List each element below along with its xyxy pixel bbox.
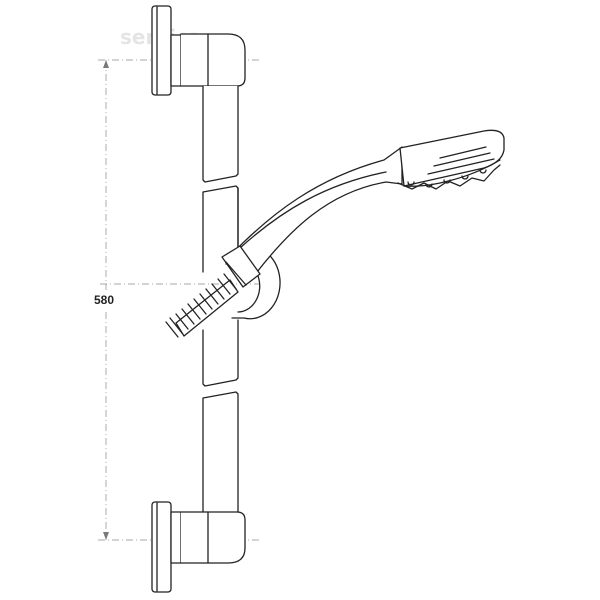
hose-connector bbox=[165, 273, 239, 338]
rail-bar bbox=[202, 85, 239, 513]
bottom-wall-bracket bbox=[151, 501, 246, 593]
dimension-label: 580 bbox=[94, 293, 114, 307]
hand-shower bbox=[221, 129, 505, 288]
dimension-arrows bbox=[103, 60, 109, 540]
top-wall-bracket bbox=[151, 5, 246, 96]
